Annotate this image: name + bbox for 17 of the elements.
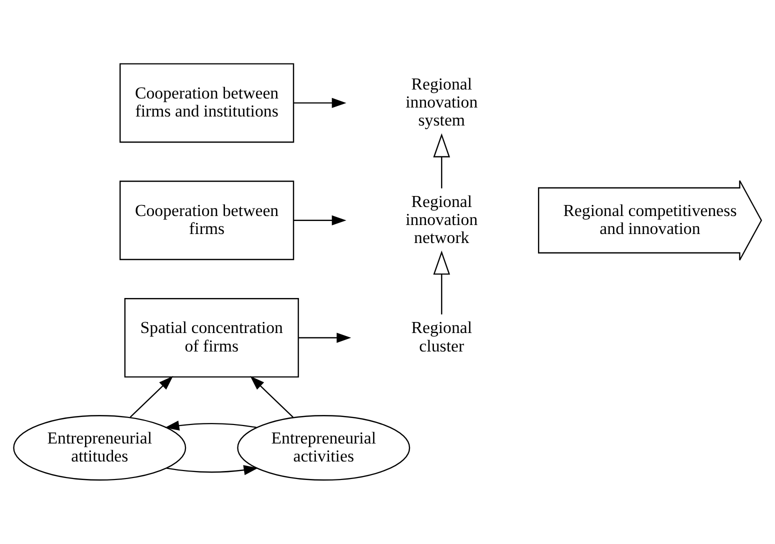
arrow xyxy=(130,376,174,418)
arrow xyxy=(433,133,450,188)
node-text: Regional innovation system xyxy=(406,74,478,130)
arrow xyxy=(164,420,257,431)
arrow xyxy=(166,465,258,476)
arrow xyxy=(433,250,450,314)
node-text: Regional cluster xyxy=(411,318,472,356)
arrow xyxy=(298,332,352,343)
node-box: Cooperation between firms xyxy=(120,180,294,260)
arrow xyxy=(294,215,346,226)
node-ellipse: Entrepreneurial activities xyxy=(237,415,410,481)
node-ellipse: Entrepreneurial attitudes xyxy=(13,415,186,481)
arrow xyxy=(294,98,346,108)
node-text: Regional innovation network xyxy=(406,192,478,247)
node-box: Cooperation between firms and institutions xyxy=(120,63,294,143)
node-box: Spatial concentration of firms xyxy=(124,298,299,378)
arrow xyxy=(250,376,294,418)
